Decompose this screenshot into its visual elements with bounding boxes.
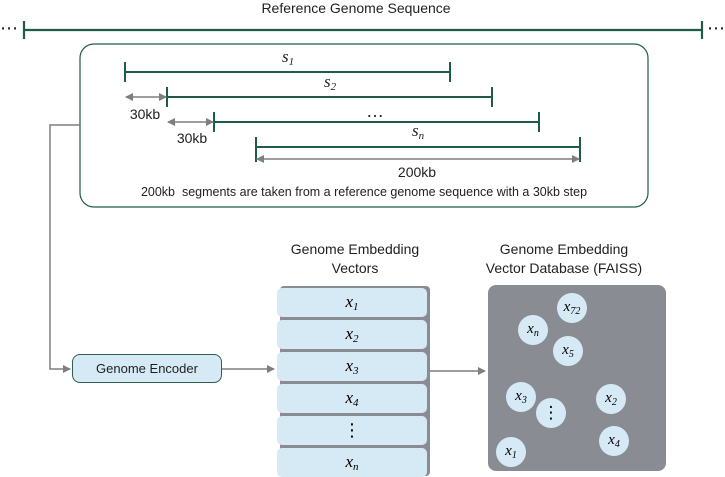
database-heading-line2: Vector Database (FAISS) bbox=[485, 260, 643, 276]
step-label-1: 30kb bbox=[129, 106, 161, 122]
vector-row: x1 bbox=[277, 288, 427, 317]
segment-label-n: sn bbox=[411, 121, 425, 142]
vector-row: xn bbox=[277, 448, 427, 477]
database-vector-bubble: x72 bbox=[557, 293, 587, 323]
segment-bar-2 bbox=[166, 87, 493, 107]
vectors-heading-line2: Vectors bbox=[331, 260, 379, 276]
connector-to-encoder bbox=[49, 124, 80, 373]
segment-bar-1 bbox=[124, 62, 451, 82]
width-label: 200kb bbox=[397, 164, 437, 180]
reference-right-dots: ⋯ bbox=[707, 18, 725, 38]
segment-label-1: s1 bbox=[281, 47, 295, 68]
vector-row: x3 bbox=[277, 352, 427, 381]
vector-row: x4 bbox=[277, 384, 427, 413]
database-vector-bubble: x3 bbox=[506, 382, 536, 412]
reference-left-dots: ⋯ bbox=[0, 18, 18, 38]
database-vector-bubble-ellipsis: ⋮ bbox=[536, 398, 566, 428]
segment-label-ellipsis: … bbox=[366, 101, 384, 121]
vector-row: x2 bbox=[277, 320, 427, 349]
database-vector-bubble: xn bbox=[518, 315, 548, 345]
segment-label-2: s2 bbox=[323, 72, 337, 93]
segments-caption: 200kb segments are taken from a referenc… bbox=[140, 185, 588, 199]
genome-encoder-box: Genome Encoder bbox=[72, 354, 222, 383]
vector-row-ellipsis: ⋮ bbox=[277, 416, 427, 445]
reference-title: Reference Genome Sequence bbox=[261, 0, 451, 16]
step-label-2: 30kb bbox=[176, 130, 208, 146]
database-vector-bubble: x4 bbox=[599, 426, 629, 456]
database-vector-bubble: x2 bbox=[596, 384, 626, 414]
segment-bar-3 bbox=[213, 112, 540, 132]
database-heading-line1: Genome Embedding bbox=[499, 241, 629, 257]
vectors-heading-line1: Genome Embedding bbox=[290, 241, 420, 257]
database-vector-bubble: x1 bbox=[496, 437, 526, 467]
database-vector-bubble: x5 bbox=[553, 336, 583, 366]
